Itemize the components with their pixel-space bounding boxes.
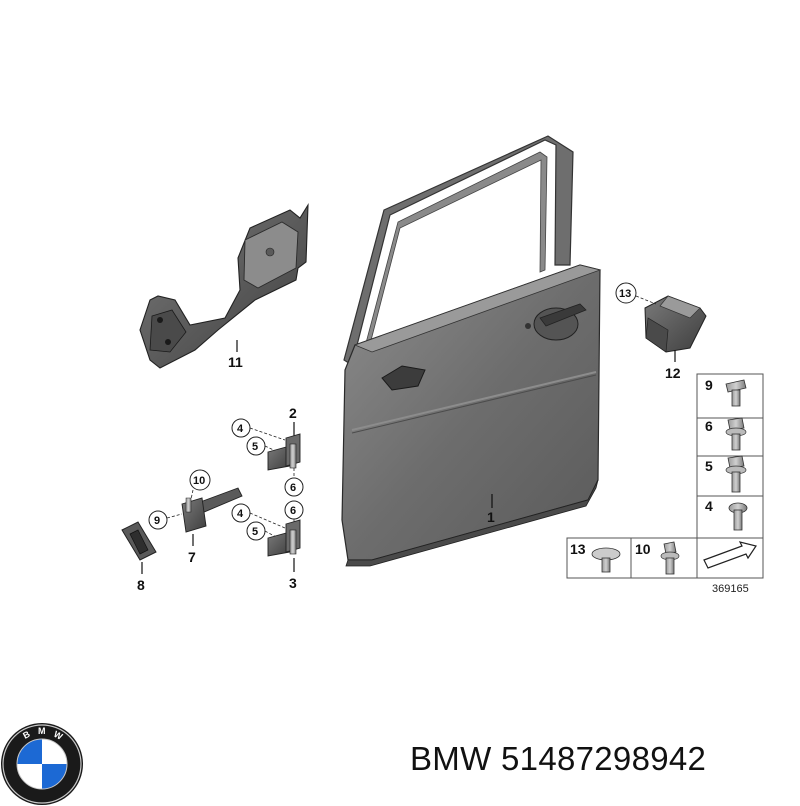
callout-5-upper: 5 bbox=[252, 441, 258, 453]
fastener-table bbox=[566, 373, 764, 579]
nut-10-icon bbox=[660, 541, 680, 575]
callout-6-lower: 6 bbox=[290, 505, 296, 517]
callout-4-lower: 4 bbox=[237, 508, 244, 520]
bolt-6-icon bbox=[725, 417, 747, 451]
table-row-9: 9 bbox=[705, 377, 713, 393]
callout-4-upper: 4 bbox=[237, 423, 244, 435]
callout-3: 3 bbox=[289, 575, 297, 591]
direction-arrow-icon bbox=[703, 541, 757, 569]
table-cell-13: 13 bbox=[570, 541, 586, 557]
callout-6-upper: 6 bbox=[290, 482, 296, 494]
table-row-5: 5 bbox=[705, 458, 713, 474]
callout-10: 10 bbox=[193, 475, 205, 487]
callout-8: 8 bbox=[137, 577, 145, 593]
callout-1: 1 bbox=[487, 509, 495, 525]
table-row-4: 4 bbox=[705, 498, 713, 514]
callout-2: 2 bbox=[289, 405, 297, 421]
check-strap-illustration bbox=[181, 487, 243, 533]
svg-text:B: B bbox=[21, 729, 32, 741]
bolt-5-icon bbox=[725, 455, 747, 493]
clip-13-icon bbox=[591, 547, 621, 573]
callout-12: 12 bbox=[665, 365, 681, 381]
part-number-caption: BMW 51487298942 bbox=[410, 740, 707, 777]
callout-13-bracket: 13 bbox=[619, 288, 631, 300]
callout-5-lower: 5 bbox=[252, 526, 258, 538]
callout-9-strap: 9 bbox=[154, 515, 160, 527]
svg-text:M: M bbox=[38, 726, 46, 736]
bolt-9-icon bbox=[725, 379, 747, 407]
drawing-number: 369165 bbox=[712, 583, 749, 595]
bmw-logo: B M W bbox=[1, 723, 83, 805]
upper-hinge-illustration bbox=[267, 433, 301, 471]
table-row-6: 6 bbox=[705, 418, 713, 434]
callout-11: 11 bbox=[228, 354, 243, 370]
table-cell-10: 10 bbox=[635, 541, 651, 557]
vapor-barrier-illustration bbox=[139, 202, 309, 369]
bolt-4-icon bbox=[728, 502, 748, 531]
callout-7: 7 bbox=[188, 549, 196, 565]
lower-hinge-illustration bbox=[267, 519, 301, 557]
pad-illustration bbox=[121, 521, 157, 561]
bracket-illustration bbox=[644, 295, 707, 353]
door-shell-illustration bbox=[341, 135, 602, 567]
